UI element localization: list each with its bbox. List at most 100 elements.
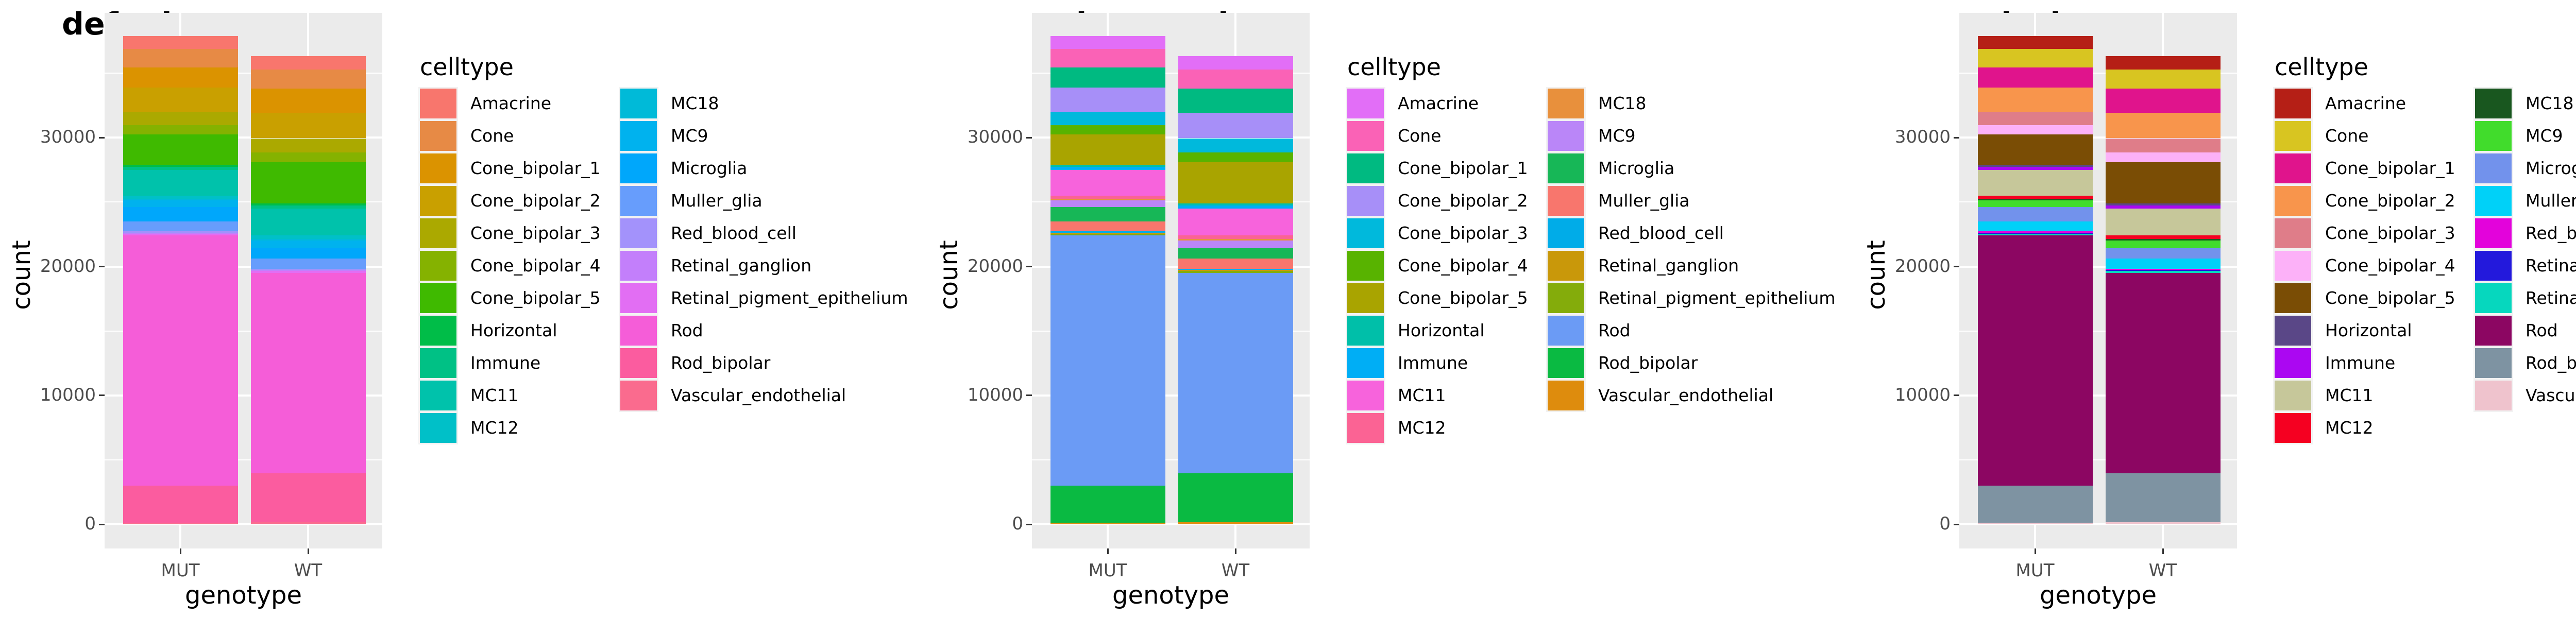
bar-segment-MUT-Amacrine [123, 36, 238, 49]
bar-segment-MUT-Retinal_ganglion [1977, 232, 2093, 234]
major-gridline [1959, 265, 2237, 268]
legend-key-Muller_glia [2473, 184, 2513, 217]
major-gridline [1959, 394, 2237, 397]
bar-segment-WT-Cone_bipolar_1 [250, 88, 366, 113]
bar-segment-MUT-MC12 [1977, 195, 2093, 199]
legend-key-MC9 [2473, 119, 2513, 152]
bar-segment-WT-Rod [1178, 273, 1293, 473]
y-tick-mark [99, 394, 105, 397]
bar-segment-MUT-Immune [1050, 166, 1165, 170]
x-tick-label: MUT [1088, 560, 1127, 581]
x-tick-label: WT [2148, 560, 2177, 581]
bar-segment-WT-Rod_bipolar [1178, 473, 1293, 523]
minor-gridline [1959, 330, 2237, 332]
bar-segment-MUT-Horizontal [1977, 164, 2093, 167]
bar-segment-MUT-Cone_bipolar_3 [123, 111, 238, 126]
bar-segment-MUT-Cone_bipolar_3 [1050, 111, 1165, 126]
bar-segment-MUT-Cone_bipolar_2 [123, 87, 238, 112]
bar-segment-MUT-Amacrine [1977, 36, 2093, 49]
legend-key-Cone_bipolar_2 [2273, 184, 2313, 217]
bar-segment-WT-Immune [250, 205, 366, 209]
bar-segment-MUT-MC18 [1050, 198, 1165, 200]
bar-segment-MUT-Cone_bipolar_5 [1977, 134, 2093, 165]
legend-key-Cone_bipolar_2 [1346, 184, 1385, 217]
bar-segment-MUT-Horizontal [1050, 164, 1165, 167]
bar-segment-MUT-Cone_bipolar_1 [123, 67, 238, 88]
bar-segment-WT-Cone_bipolar_3 [250, 138, 366, 152]
bar-segment-MUT-Retinal_ganglion [1050, 232, 1165, 234]
y-tick-mark [1954, 523, 1959, 525]
x-axis-title: genotype [1112, 581, 1229, 610]
x-tick-mark [1107, 548, 1109, 554]
chart-panel-default: default count genotype celltype Amacrine… [0, 0, 927, 618]
bar-segment-MUT-Rod_bipolar [123, 485, 238, 523]
legend-key-Retinal_ganglion [1546, 249, 1586, 282]
legend-title: celltype [1347, 53, 1441, 81]
major-gridline [1959, 136, 2237, 139]
legend-label-Muller_glia: Muller_glia [2526, 191, 2576, 211]
y-tick-label: 20000 [967, 255, 1023, 277]
y-tick-label: 10000 [967, 384, 1023, 405]
bar-segment-WT-Muller_glia [1178, 258, 1293, 269]
bar-segment-MUT-Cone_bipolar_5 [123, 134, 238, 165]
minor-gridline [1032, 201, 1310, 203]
legend-key-Cone_bipolar_5 [1346, 282, 1385, 315]
legend-key-Vascular_endothelial [2473, 379, 2513, 412]
legend-key-Horizontal [1346, 314, 1385, 347]
legend-label-Immune: Immune [2325, 353, 2396, 373]
legend-label-Rod_bipolar: Rod_bipolar [1598, 353, 1698, 373]
bar-segment-MUT-Muller_glia [1050, 221, 1165, 232]
bar-segment-MUT-Horizontal [123, 164, 238, 167]
legend-key-MC18 [1546, 87, 1586, 120]
legend-key-Retinal_pigment_epithelium [619, 282, 658, 315]
legend-label-Retinal_pigment_epithelium: Retinal_pigment_epithelium [671, 288, 908, 308]
y-tick-mark [1026, 266, 1032, 267]
bar-segment-WT-Horizontal [2105, 203, 2221, 205]
legend-key-Immune [418, 347, 458, 380]
bar-segment-WT-Retinal_ganglion [2105, 270, 2221, 271]
major-gridline [1032, 265, 1310, 268]
bar-segment-MUT-Cone [1977, 48, 2093, 68]
legend-label-Cone: Cone [2325, 126, 2369, 146]
major-gridline [1032, 394, 1310, 397]
legend-key-Amacrine [418, 87, 458, 120]
major-gridline [105, 394, 382, 397]
legend-key-MC9 [619, 119, 658, 152]
legend-label-Cone_bipolar_5: Cone_bipolar_5 [470, 288, 601, 308]
bar-segment-WT-Vascular_endothelial [250, 522, 366, 524]
bar-segment-WT-Cone_bipolar_2 [2105, 112, 2221, 139]
bar-segment-MUT-MC9 [1050, 200, 1165, 207]
legend-title: celltype [420, 53, 514, 81]
bar-segment-MUT-Cone_bipolar_3 [1977, 111, 2093, 126]
major-gridline [105, 523, 382, 525]
bar-segment-MUT-Red_blood_cell [1977, 231, 2093, 233]
bar-segment-MUT-Cone_bipolar_5 [1050, 134, 1165, 165]
bar-segment-MUT-Cone [123, 48, 238, 68]
legend-label-MC18: MC18 [671, 93, 719, 113]
bar-segment-MUT-Microglia [1050, 207, 1165, 222]
bar-segment-WT-Retinal_ganglion [250, 270, 366, 271]
x-tick-label: MUT [161, 560, 200, 581]
bar-segment-WT-Cone_bipolar_4 [1178, 152, 1293, 163]
bar-segment-WT-Muller_glia [250, 258, 366, 269]
y-tick-mark [1954, 394, 1959, 397]
bar-segment-WT-MC18 [2105, 238, 2221, 241]
legend-key-Rod [619, 314, 658, 347]
legend-label-Rod_bipolar: Rod_bipolar [2526, 353, 2576, 373]
legend-label-Cone_bipolar_2: Cone_bipolar_2 [2325, 191, 2455, 211]
legend-label-Immune: Immune [470, 353, 541, 373]
bar-segment-WT-Red_blood_cell [1178, 268, 1293, 270]
legend-key-Cone_bipolar_4 [418, 249, 458, 282]
bar-segment-MUT-Cone_bipolar_1 [1977, 67, 2093, 88]
legend-label-Muller_glia: Muller_glia [671, 191, 762, 211]
bar-segment-WT-MC9 [2105, 240, 2221, 248]
legend-label-Immune: Immune [1398, 353, 1468, 373]
legend-key-MC11 [418, 379, 458, 412]
legend-label-Cone_bipolar_1: Cone_bipolar_1 [2325, 158, 2455, 178]
legend-label-Cone_bipolar_3: Cone_bipolar_3 [470, 223, 601, 243]
y-tick-label: 20000 [1894, 255, 1951, 277]
legend-label-Amacrine: Amacrine [470, 93, 552, 113]
legend-key-Immune [2273, 347, 2313, 380]
y-tick-mark [1026, 523, 1032, 525]
legend-key-Cone_bipolar_3 [2273, 217, 2313, 250]
